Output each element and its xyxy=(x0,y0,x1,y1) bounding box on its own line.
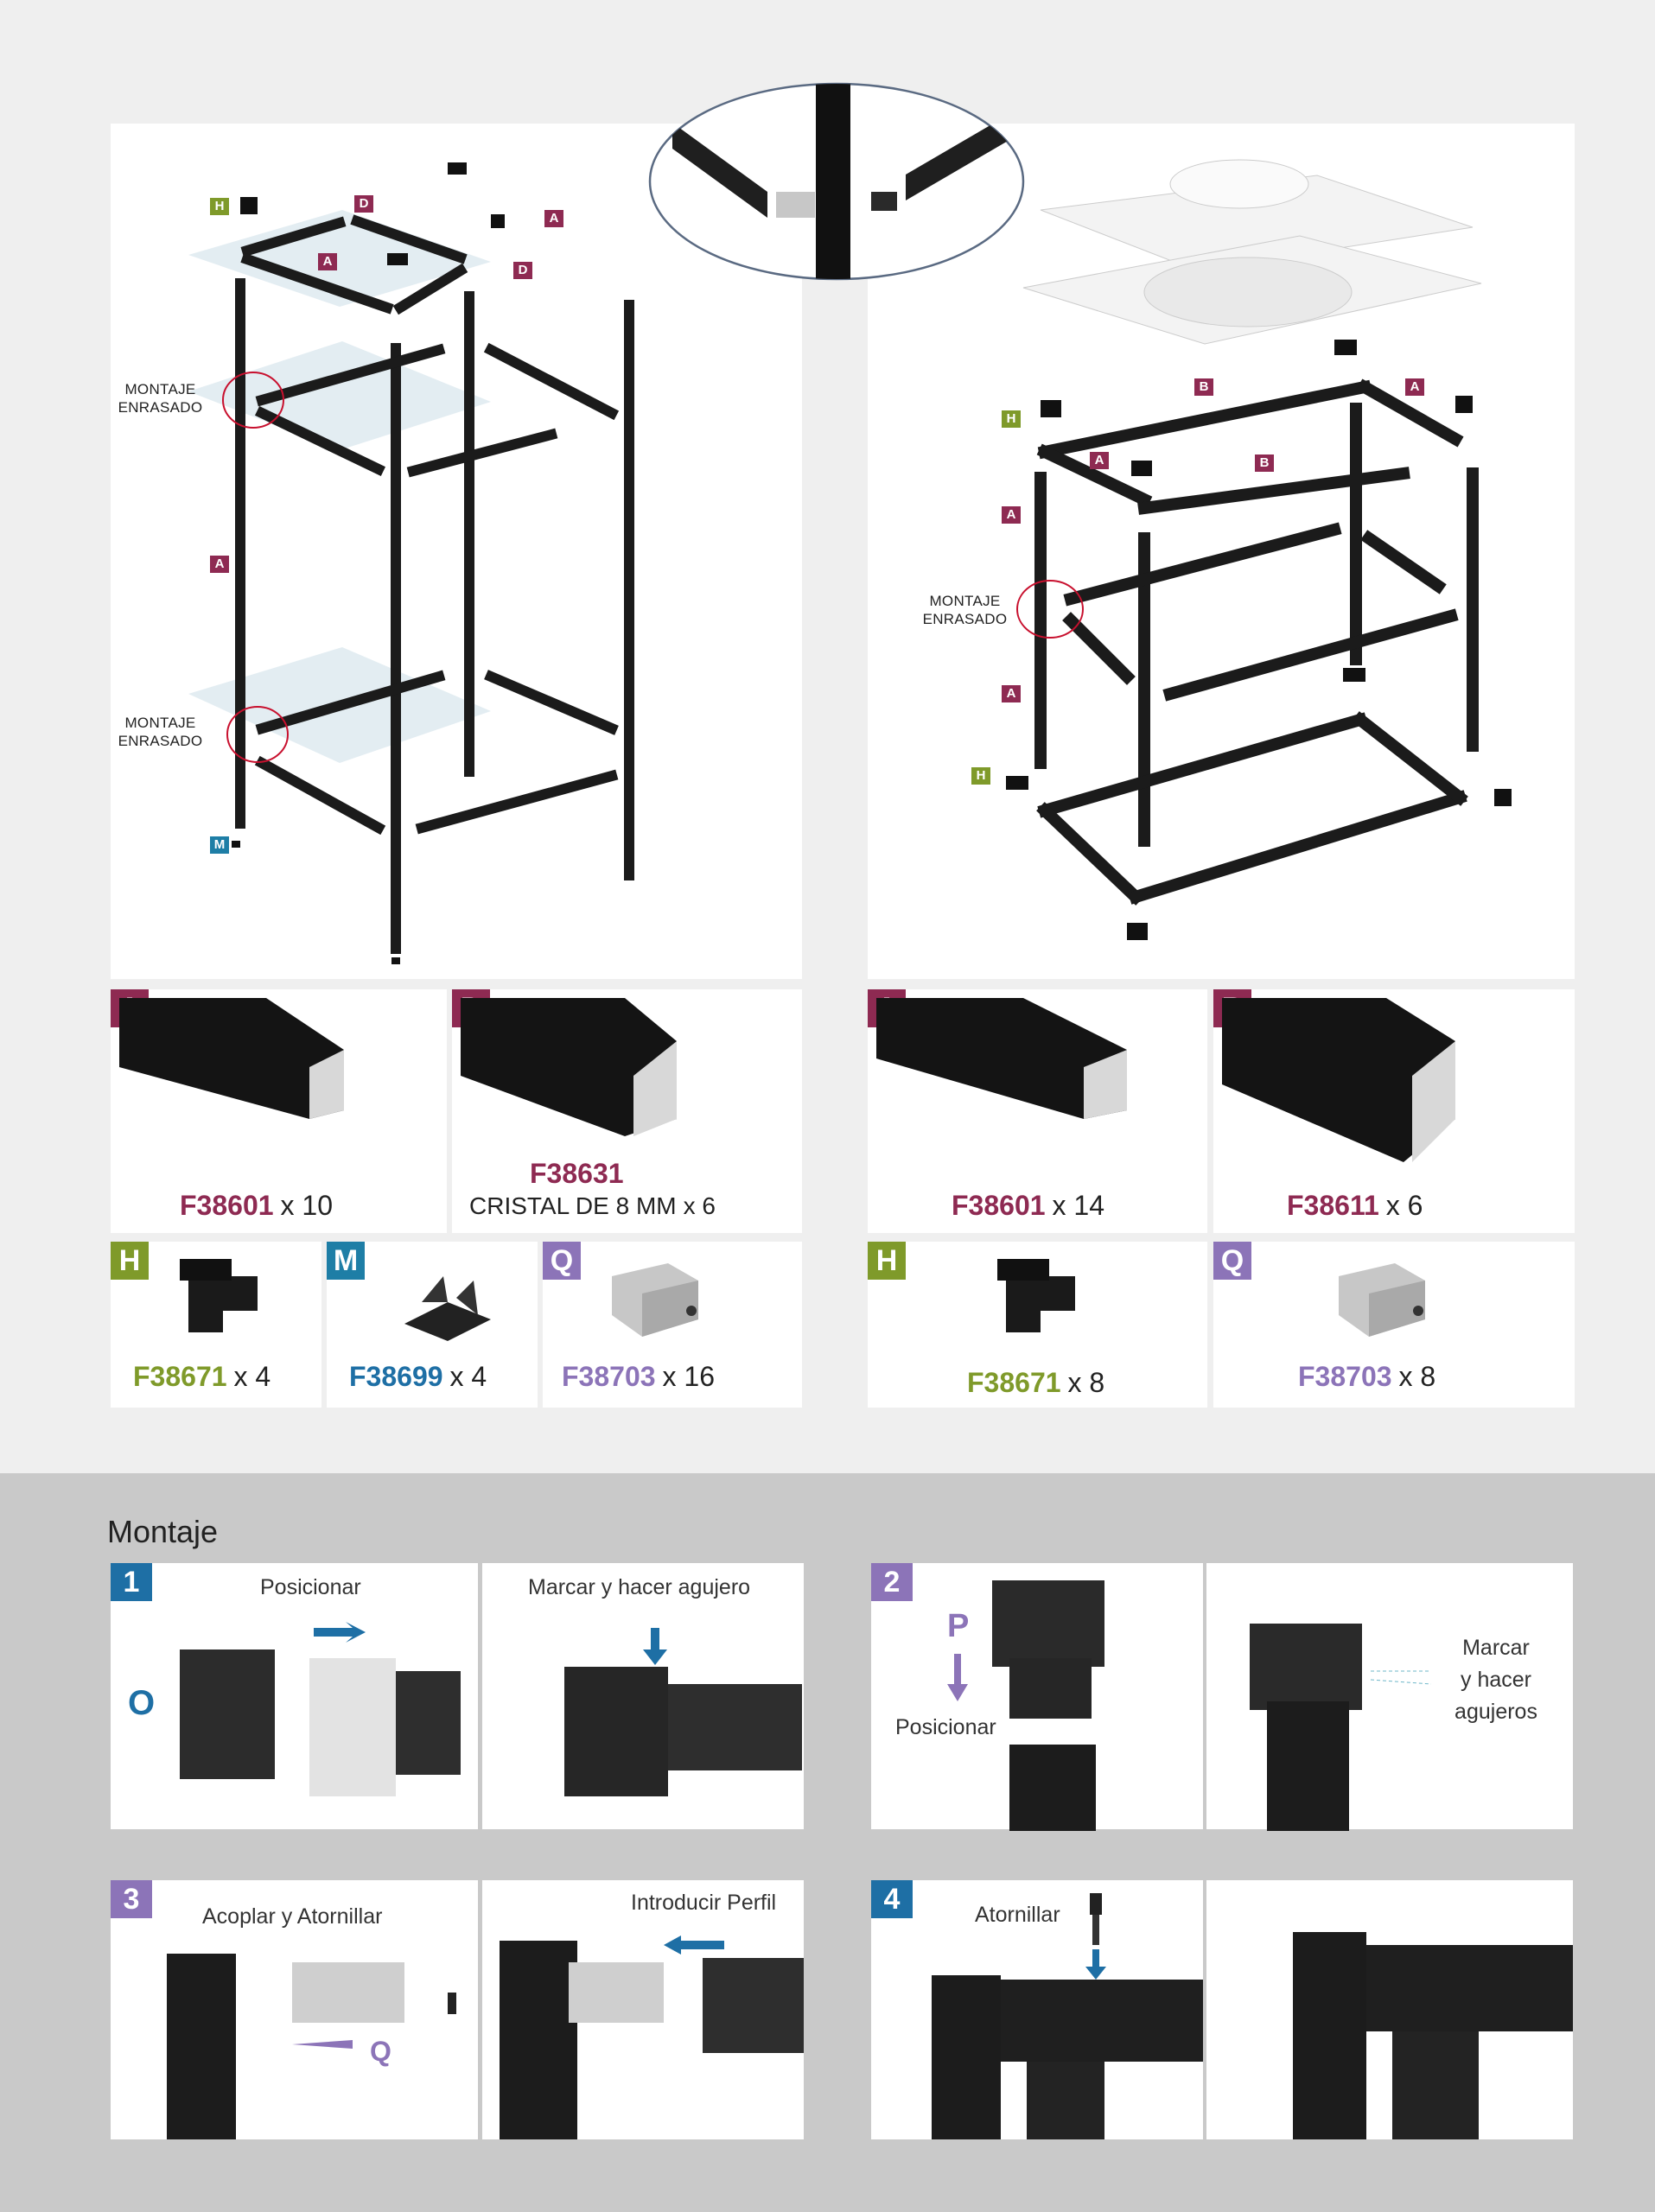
step-1-illustration xyxy=(180,1622,461,1796)
step-label: Marcar y hacer agujeros xyxy=(1454,1636,1537,1724)
tower-frame-illustration xyxy=(188,162,634,964)
part-letter: Q xyxy=(543,1242,581,1280)
step-4b-illustration xyxy=(1293,1932,1573,2139)
tag-a: A xyxy=(544,210,563,227)
tag-a: A xyxy=(210,556,229,573)
profile-a-image xyxy=(119,998,344,1119)
tag-a: A xyxy=(1405,378,1424,396)
step-label: Marcar y hacer agujero xyxy=(528,1575,751,1599)
profile-b-image xyxy=(1222,998,1455,1162)
step-label: Acoplar y Atornillar xyxy=(202,1904,383,1929)
step-number: 4 xyxy=(871,1880,913,1918)
part-letter: H xyxy=(868,1242,906,1280)
step-number: 3 xyxy=(111,1880,152,1918)
profile-d-image xyxy=(461,998,677,1136)
part-letter-p: P xyxy=(947,1608,970,1644)
tag-d: D xyxy=(354,195,373,213)
step-label: Atornillar xyxy=(975,1903,1060,1927)
tag-h: H xyxy=(1002,410,1021,428)
part-letter: M xyxy=(327,1242,365,1280)
step-label: Posicionar xyxy=(260,1575,361,1599)
tag-a: A xyxy=(318,253,337,270)
corner-connector-image xyxy=(997,1259,1075,1332)
part-code: F38631 xyxy=(530,1158,624,1189)
step-3b-illustration xyxy=(500,1936,804,2139)
step-1-left: 1 Posicionar O xyxy=(111,1563,478,1829)
step-label: Introducir Perfil xyxy=(631,1891,777,1915)
tag-h: H xyxy=(210,198,229,215)
aluminium-connector-image xyxy=(612,1263,698,1337)
step-3-left: 3 Acoplar y Atornillar Q xyxy=(111,1880,478,2139)
foot-cap-image xyxy=(404,1276,491,1341)
part-letter: Q xyxy=(1213,1242,1251,1280)
corner-connector-image xyxy=(180,1259,258,1332)
step-2-left: 2 P Posicionar xyxy=(871,1563,1203,1831)
tag-h: H xyxy=(971,767,990,785)
aluminium-connector-image xyxy=(1339,1263,1425,1337)
step-label: Posicionar xyxy=(895,1715,996,1739)
step-2-right: Marcar y hacer agujeros xyxy=(1206,1563,1573,1831)
step-number: 2 xyxy=(871,1563,913,1601)
step-1-right: Marcar y hacer agujero xyxy=(482,1563,804,1829)
step-1b-illustration xyxy=(564,1628,802,1796)
part-letter-o: O xyxy=(128,1684,156,1722)
step-3-right: Introducir Perfil xyxy=(482,1880,804,2139)
assembly-title: Montaje xyxy=(107,1514,219,1549)
tag-b: B xyxy=(1194,378,1213,396)
step-number: 1 xyxy=(111,1563,152,1601)
part-letter: H xyxy=(111,1242,149,1280)
part-letter-q: Q xyxy=(370,2036,391,2067)
vanity-frame-illustration xyxy=(1006,159,1512,940)
step-4-illustration xyxy=(932,1893,1203,2139)
part-card-d: D F38631 CRISTAL DE 8 MMx 6 xyxy=(452,989,802,1233)
step-2b-illustration xyxy=(1250,1624,1432,1831)
tag-m: M xyxy=(210,836,229,854)
tag-b: B xyxy=(1255,454,1274,472)
tag-a: A xyxy=(1002,506,1021,524)
tag-a: A xyxy=(1090,452,1109,469)
tag-d: D xyxy=(513,262,532,279)
profile-a-image xyxy=(876,998,1127,1119)
step-4-left: 4 Atornillar xyxy=(871,1880,1203,2139)
step-3-illustration xyxy=(167,1954,456,2139)
tag-a: A xyxy=(1002,685,1021,702)
step-4-right xyxy=(1206,1880,1573,2139)
step-2-illustration xyxy=(947,1580,1104,1831)
connector-detail-inset xyxy=(648,82,1025,281)
